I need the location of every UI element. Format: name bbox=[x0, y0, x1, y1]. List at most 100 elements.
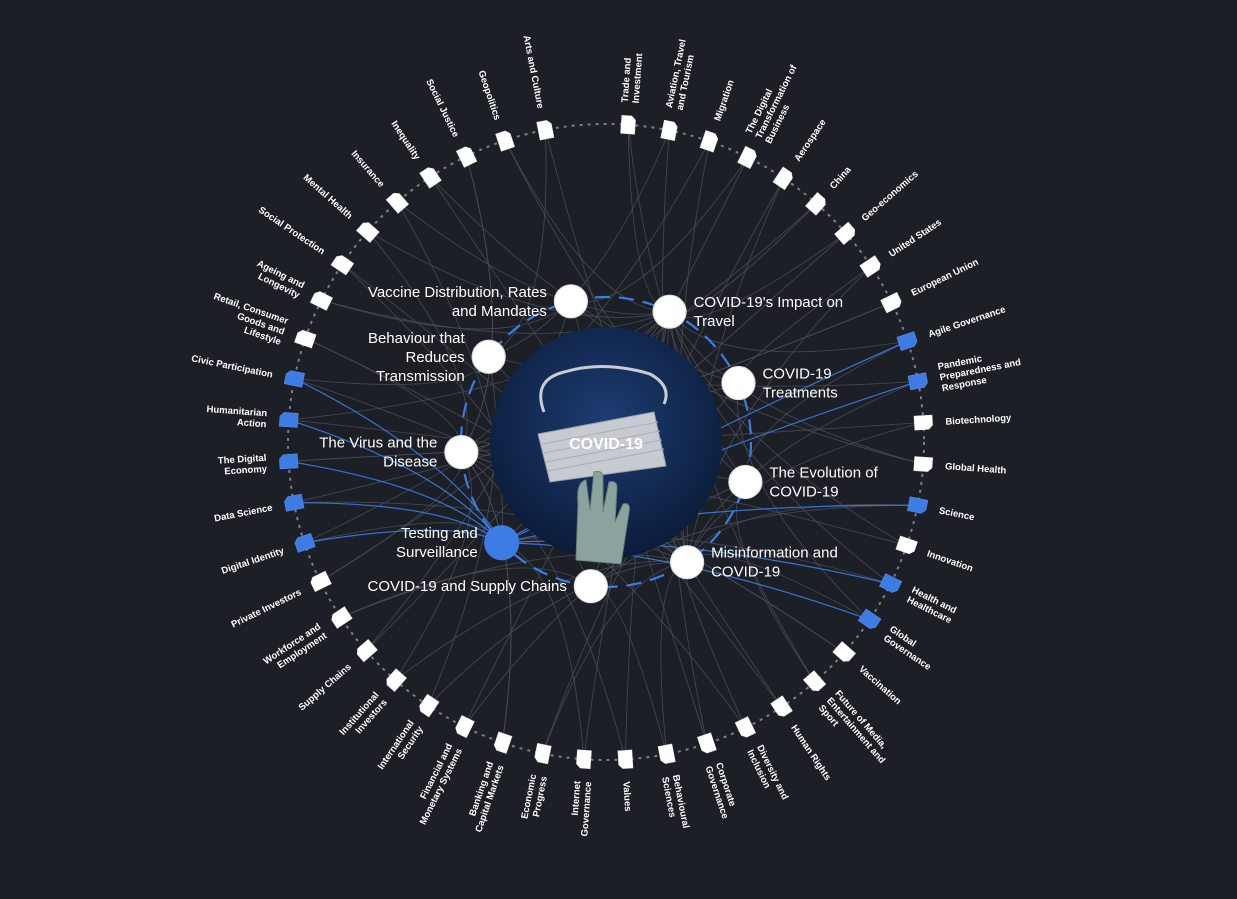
outer-topic-label-line: Humanitarian bbox=[206, 404, 268, 419]
inner-topic-node bbox=[553, 284, 589, 319]
outer-topic-united-states[interactable]: United States bbox=[859, 217, 944, 278]
document-shape bbox=[907, 372, 928, 391]
document-icon bbox=[356, 639, 378, 663]
outer-topic-geo-economics[interactable]: Geo-economics bbox=[834, 169, 921, 245]
document-shape bbox=[907, 496, 929, 514]
outer-topic-values[interactable]: Values bbox=[617, 749, 634, 812]
outer-topic-label-text: GlobalGovernance bbox=[881, 624, 939, 673]
outer-topic-label-text: Ageing andLongevity bbox=[250, 258, 307, 301]
outer-topic-label-text: Social Justice bbox=[423, 77, 461, 139]
outer-topic-label-line: Geopolitics bbox=[476, 69, 503, 122]
outer-topic-label-line: United States bbox=[887, 217, 944, 260]
inner-topic-label-line: Treatments bbox=[762, 385, 837, 402]
outer-topic-label: InternetGovernance bbox=[570, 780, 594, 837]
outer-topic-pandemic-preparedness-and-response[interactable]: PandemicPreparedness andResponse bbox=[907, 346, 1024, 394]
center-topic[interactable]: COVID-19 bbox=[490, 327, 722, 565]
outer-topic-label-line: Social Justice bbox=[423, 77, 461, 139]
document-icon bbox=[805, 192, 826, 216]
topic-link bbox=[396, 201, 503, 543]
document-icon bbox=[294, 329, 317, 349]
outer-topic-inequality[interactable]: Inequality bbox=[388, 119, 442, 189]
document-icon bbox=[294, 533, 316, 553]
outer-topic-label-text: The DigitalTransformation ofBusiness bbox=[744, 58, 810, 146]
outer-topic-label-line: China bbox=[828, 164, 854, 192]
document-shape bbox=[660, 119, 678, 141]
outer-topic-label: Aerospace bbox=[792, 117, 828, 163]
outer-topic-trade-and-investment[interactable]: Trade andInvestment bbox=[620, 51, 646, 135]
outer-topic-china[interactable]: China bbox=[805, 164, 855, 216]
outer-topic-aviation-travel-and-tourism[interactable]: Aviation, Traveland Tourism bbox=[660, 38, 700, 141]
topic-link bbox=[461, 451, 626, 760]
outer-topic-diversity-and-inclusion[interactable]: Diversity andInclusion bbox=[734, 716, 790, 807]
outer-topic-biotechnology[interactable]: Biotechnology bbox=[913, 413, 1012, 431]
outer-topic-workforce-and-employment[interactable]: Workforce andEmployment bbox=[262, 606, 353, 677]
outer-topic-the-digital-economy[interactable]: The DigitalEconomy bbox=[218, 453, 299, 478]
topic-link bbox=[321, 299, 670, 334]
outer-topic-agile-governance[interactable]: Agile Governance bbox=[896, 304, 1007, 351]
outer-topic-label: Mental Health bbox=[301, 172, 355, 221]
outer-topic-label: Arts and Culture bbox=[521, 34, 546, 109]
outer-topic-mental-health[interactable]: Mental Health bbox=[301, 172, 380, 243]
outer-topic-label-text: Vaccination bbox=[856, 664, 903, 707]
topic-link bbox=[590, 504, 918, 587]
outer-topic-european-union[interactable]: European Union bbox=[880, 257, 981, 314]
inner-topic-label-line: Vaccine Distribution, Rates bbox=[368, 284, 547, 301]
outer-topic-migration[interactable]: Migration bbox=[699, 78, 737, 153]
topic-link bbox=[686, 266, 872, 563]
outer-topic-label-text: Retail, ConsumerGoods andLifestyle bbox=[205, 291, 290, 348]
outer-topic-behavioural-sciences[interactable]: BehaviouralSciences bbox=[657, 743, 691, 832]
inner-topic-label-line: COVID-19 bbox=[762, 366, 831, 383]
outer-topic-ageing-and-longevity[interactable]: Ageing andLongevity bbox=[250, 258, 333, 311]
document-icon bbox=[832, 641, 856, 662]
outer-topic-label-line: Arts and Culture bbox=[521, 34, 546, 109]
outer-topic-internet-governance[interactable]: InternetGovernance bbox=[568, 749, 594, 837]
outer-topic-retail-consumer-goods-and-lifestyle[interactable]: Retail, ConsumerGoods andLifestyle bbox=[205, 291, 317, 349]
outer-topic-label: The DigitalEconomy bbox=[218, 453, 269, 478]
outer-topic-science[interactable]: Science bbox=[907, 496, 975, 524]
inner-topic-covid-19-and-supply-chains[interactable]: COVID-19 and Supply Chains bbox=[368, 569, 608, 604]
outer-topic-humanitarian-action[interactable]: HumanitarianAction bbox=[205, 404, 299, 430]
outer-topic-label: Human Rights bbox=[788, 723, 833, 783]
outer-topic-label: Geopolitics bbox=[476, 69, 503, 122]
topic-link bbox=[504, 140, 670, 313]
outer-topic-label-line: Global Health bbox=[945, 461, 1007, 476]
topic-link bbox=[488, 129, 547, 358]
outer-topic-label-line: Mental Health bbox=[301, 172, 355, 221]
outer-topic-health-and-healthcare[interactable]: Health andHealthcare bbox=[879, 573, 958, 627]
outer-topic-innovation[interactable]: Innovation bbox=[895, 535, 975, 575]
document-shape bbox=[657, 743, 676, 764]
outer-topic-insurance[interactable]: Insurance bbox=[349, 149, 409, 214]
outer-topic-digital-identity[interactable]: Digital Identity bbox=[220, 533, 316, 577]
outer-topic-label-line: Geo-economics bbox=[860, 169, 921, 224]
outer-topic-label-line: Supply Chains bbox=[297, 662, 354, 714]
document-icon bbox=[834, 221, 856, 245]
outer-topic-geopolitics[interactable]: Geopolitics bbox=[476, 69, 515, 152]
outer-topic-data-science[interactable]: Data Science bbox=[213, 493, 305, 525]
outer-topic-corporate-governance[interactable]: CorporateGovernance bbox=[697, 732, 740, 821]
outer-topic-arts-and-culture[interactable]: Arts and Culture bbox=[521, 34, 555, 141]
document-shape bbox=[576, 749, 592, 770]
outer-topic-global-health[interactable]: Global Health bbox=[913, 456, 1007, 477]
outer-topic-social-justice[interactable]: Social Justice bbox=[423, 77, 478, 168]
outer-topic-banking-and-capital-markets[interactable]: Banking andCapital Markets bbox=[463, 731, 513, 834]
topic-link bbox=[686, 504, 918, 563]
topic-link bbox=[427, 356, 497, 706]
outer-topic-label-text: BehaviouralSciences bbox=[659, 774, 691, 832]
outer-topic-economic-progress[interactable]: EconomicProgress bbox=[519, 743, 552, 822]
outer-topic-label-line: Digital Identity bbox=[220, 545, 286, 576]
document-shape bbox=[895, 535, 918, 555]
outer-topic-global-governance[interactable]: GlobalGovernance bbox=[857, 608, 939, 673]
outer-topic-civic-participation[interactable]: Civic Participation bbox=[190, 353, 305, 388]
outer-topic-label: Ageing andLongevity bbox=[250, 258, 307, 301]
document-shape bbox=[310, 570, 332, 593]
document-shape bbox=[455, 715, 475, 739]
